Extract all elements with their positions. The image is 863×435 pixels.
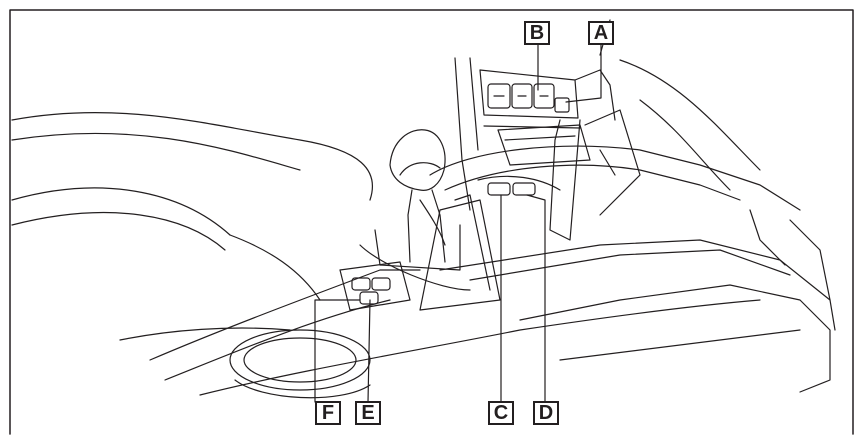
callout-c: C	[488, 401, 514, 425]
cupholder	[229, 329, 371, 399]
callout-f: F	[315, 401, 341, 425]
rear-switch-panel	[487, 83, 570, 113]
callout-d: D	[533, 401, 559, 425]
callout-b: B	[524, 21, 550, 45]
tray	[497, 124, 591, 166]
callout-e: E	[355, 401, 381, 425]
console-body	[149, 145, 836, 396]
leader-lines	[314, 42, 602, 403]
left-seat	[11, 111, 374, 341]
shift-surround	[419, 175, 561, 311]
frame-border	[9, 9, 854, 435]
front-switch-panel	[339, 261, 411, 311]
callout-a: A	[588, 21, 614, 45]
shift-lever	[359, 129, 471, 291]
